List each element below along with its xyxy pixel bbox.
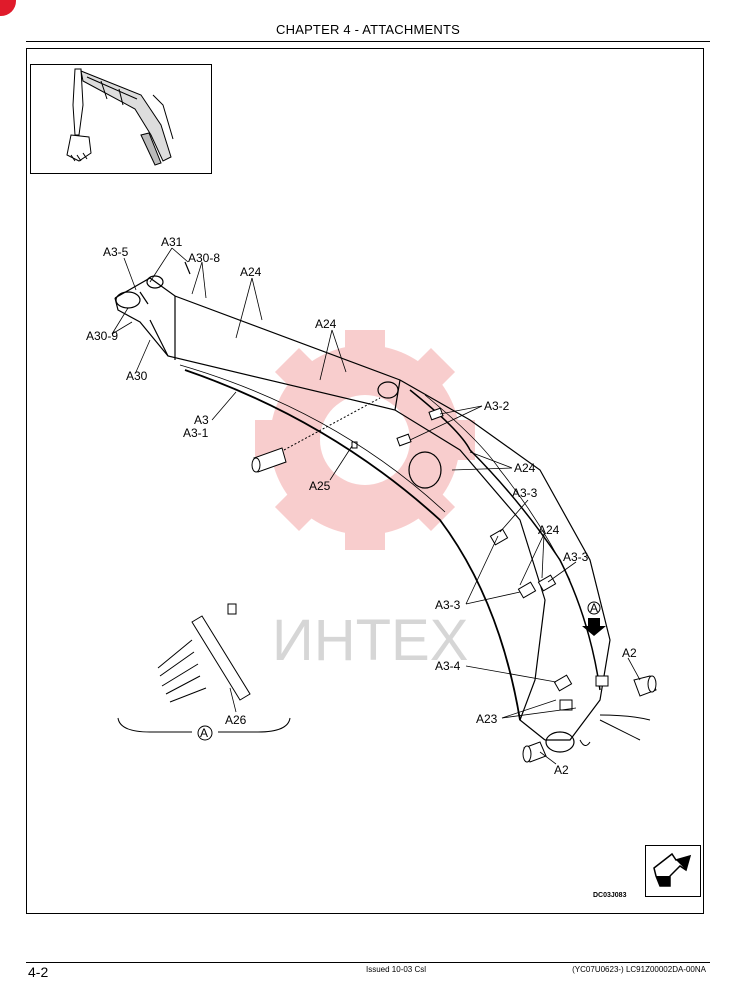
callout-a3-3-upper: A3-3	[512, 486, 538, 500]
callout-detail-a: A	[200, 726, 208, 740]
hose-ends	[579, 714, 651, 746]
callout-a25: A25	[309, 479, 331, 493]
view-marker	[587, 601, 601, 615]
header-rule	[26, 41, 710, 42]
callout-a24-top: A24	[240, 265, 262, 279]
issued-date: Issued 10-03 Csl	[366, 965, 427, 974]
footer-rule	[26, 962, 710, 963]
detail-a-fittings	[117, 603, 291, 733]
grease-fitting	[351, 441, 358, 449]
callout-a2-right: A2	[622, 646, 637, 660]
callout-a3-2: A3-2	[484, 399, 510, 413]
callout-a3-5: A3-5	[103, 245, 129, 259]
callout-a3-3-left: A3-3	[435, 598, 461, 612]
callout-a3-3-right: A3-3	[563, 550, 589, 564]
excavator-overview-icon	[66, 68, 174, 166]
callout-a2-bottom: A2	[554, 763, 569, 777]
figure-frame	[26, 48, 704, 914]
watermark-text: ИНТЕХ	[272, 608, 468, 673]
overview-inset	[30, 64, 212, 174]
callout-a3-1: A3-1	[183, 426, 209, 440]
callout-a30-8: A30-8	[188, 251, 220, 265]
curved-arrow-icon	[653, 852, 692, 887]
callout-a24-mid: A24	[315, 317, 337, 331]
boom-structure	[114, 261, 611, 753]
pin-part	[251, 397, 381, 473]
callout-a3: A3	[194, 413, 209, 427]
callout-a30: A30	[126, 369, 148, 383]
callout-view-a: A	[590, 601, 598, 615]
document-reference: (YC07U0623-) LC91Z00002DA-00NA	[572, 965, 706, 974]
callout-a30-9: A30-9	[86, 329, 118, 343]
callout-a31: A31	[161, 235, 183, 249]
callout-a24-lower: A24	[538, 523, 560, 537]
leader-lines	[111, 247, 641, 765]
chapter-title: CHAPTER 4 - ATTACHMENTS	[276, 22, 460, 37]
callout-a26: A26	[225, 713, 247, 727]
page-number: 4-2	[28, 964, 49, 980]
callout-a24-right: A24	[514, 461, 536, 475]
bushing-parts	[522, 675, 657, 763]
next-page-button[interactable]	[645, 845, 701, 897]
callout-a3-4: A3-4	[435, 659, 461, 673]
figure-code: DC03J083	[593, 892, 627, 899]
view-arrow-icon	[582, 618, 606, 636]
detail-a-marker	[197, 725, 213, 741]
hose-clamps	[396, 407, 609, 711]
watermark-gear-icon	[255, 330, 475, 550]
callout-a23: A23	[476, 712, 498, 726]
